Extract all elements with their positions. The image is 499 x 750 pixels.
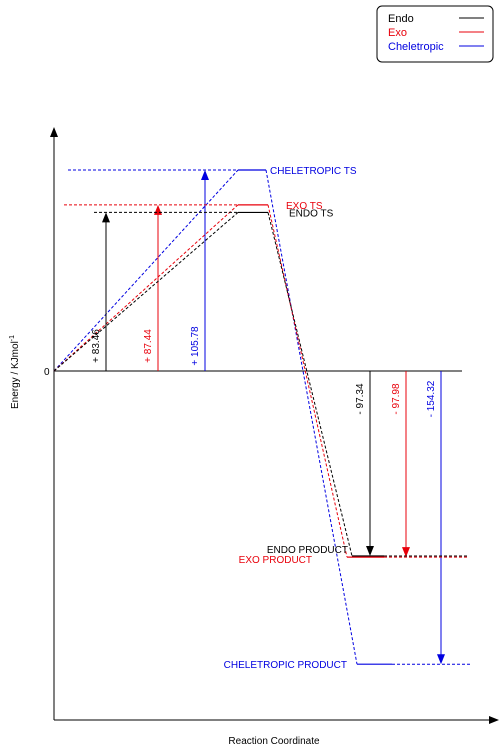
zero-tick-label: 0 [44,367,50,378]
cheletropic-barrier-label: + 105.78 [190,326,201,366]
legend-label-exo: Exo [388,27,407,39]
legend-label-cheletropic: Cheletropic [388,41,444,53]
axes: 0 Reaction Coordinate Energy / KJmol-1 [9,127,499,747]
y-axis-label-superscript: -1 [9,335,16,341]
series-endo: ENDO TS ENDO PRODUCT + 83.46 - 97.34 [53,208,468,557]
cheletropic-reaction-label: - 154.32 [426,380,437,417]
endo-ts-label: ENDO TS [289,208,334,219]
endo-product-label: ENDO PRODUCT [267,545,348,556]
endo-fall [267,212,353,557]
exo-product-label: EXO PRODUCT [239,555,312,566]
exo-reaction-label: - 97.98 [391,383,402,415]
legend-label-endo: Endo [388,13,414,25]
cheletropic-fall [265,169,358,665]
endo-rise [53,212,239,372]
y-axis-label-main: Energy / KJmol [10,341,21,409]
x-axis-label: Reaction Coordinate [228,736,320,747]
cheletropic-product-label: CHELETROPIC PRODUCT [224,660,347,671]
series-exo: EXO TS EXO PRODUCT + 87.44 - 97.98 [53,201,468,566]
exo-rise [53,204,239,372]
exo-barrier-label: + 87.44 [143,329,154,363]
exo-ts-label: EXO TS [286,201,323,212]
legend-box [376,5,494,63]
cheletropic-rise [53,169,239,372]
legend: Endo Exo Cheletropic [376,5,494,63]
endo-reaction-label: - 97.34 [355,383,366,415]
y-axis-label: Energy / KJmol-1 [9,335,21,409]
cheletropic-ts-label: CHELETROPIC TS [270,166,357,177]
endo-barrier-label: + 83.46 [91,329,102,363]
exo-fall [267,204,348,558]
series-cheletropic: CHELETROPIC TS CHELETROPIC PRODUCT + 105… [53,166,470,671]
